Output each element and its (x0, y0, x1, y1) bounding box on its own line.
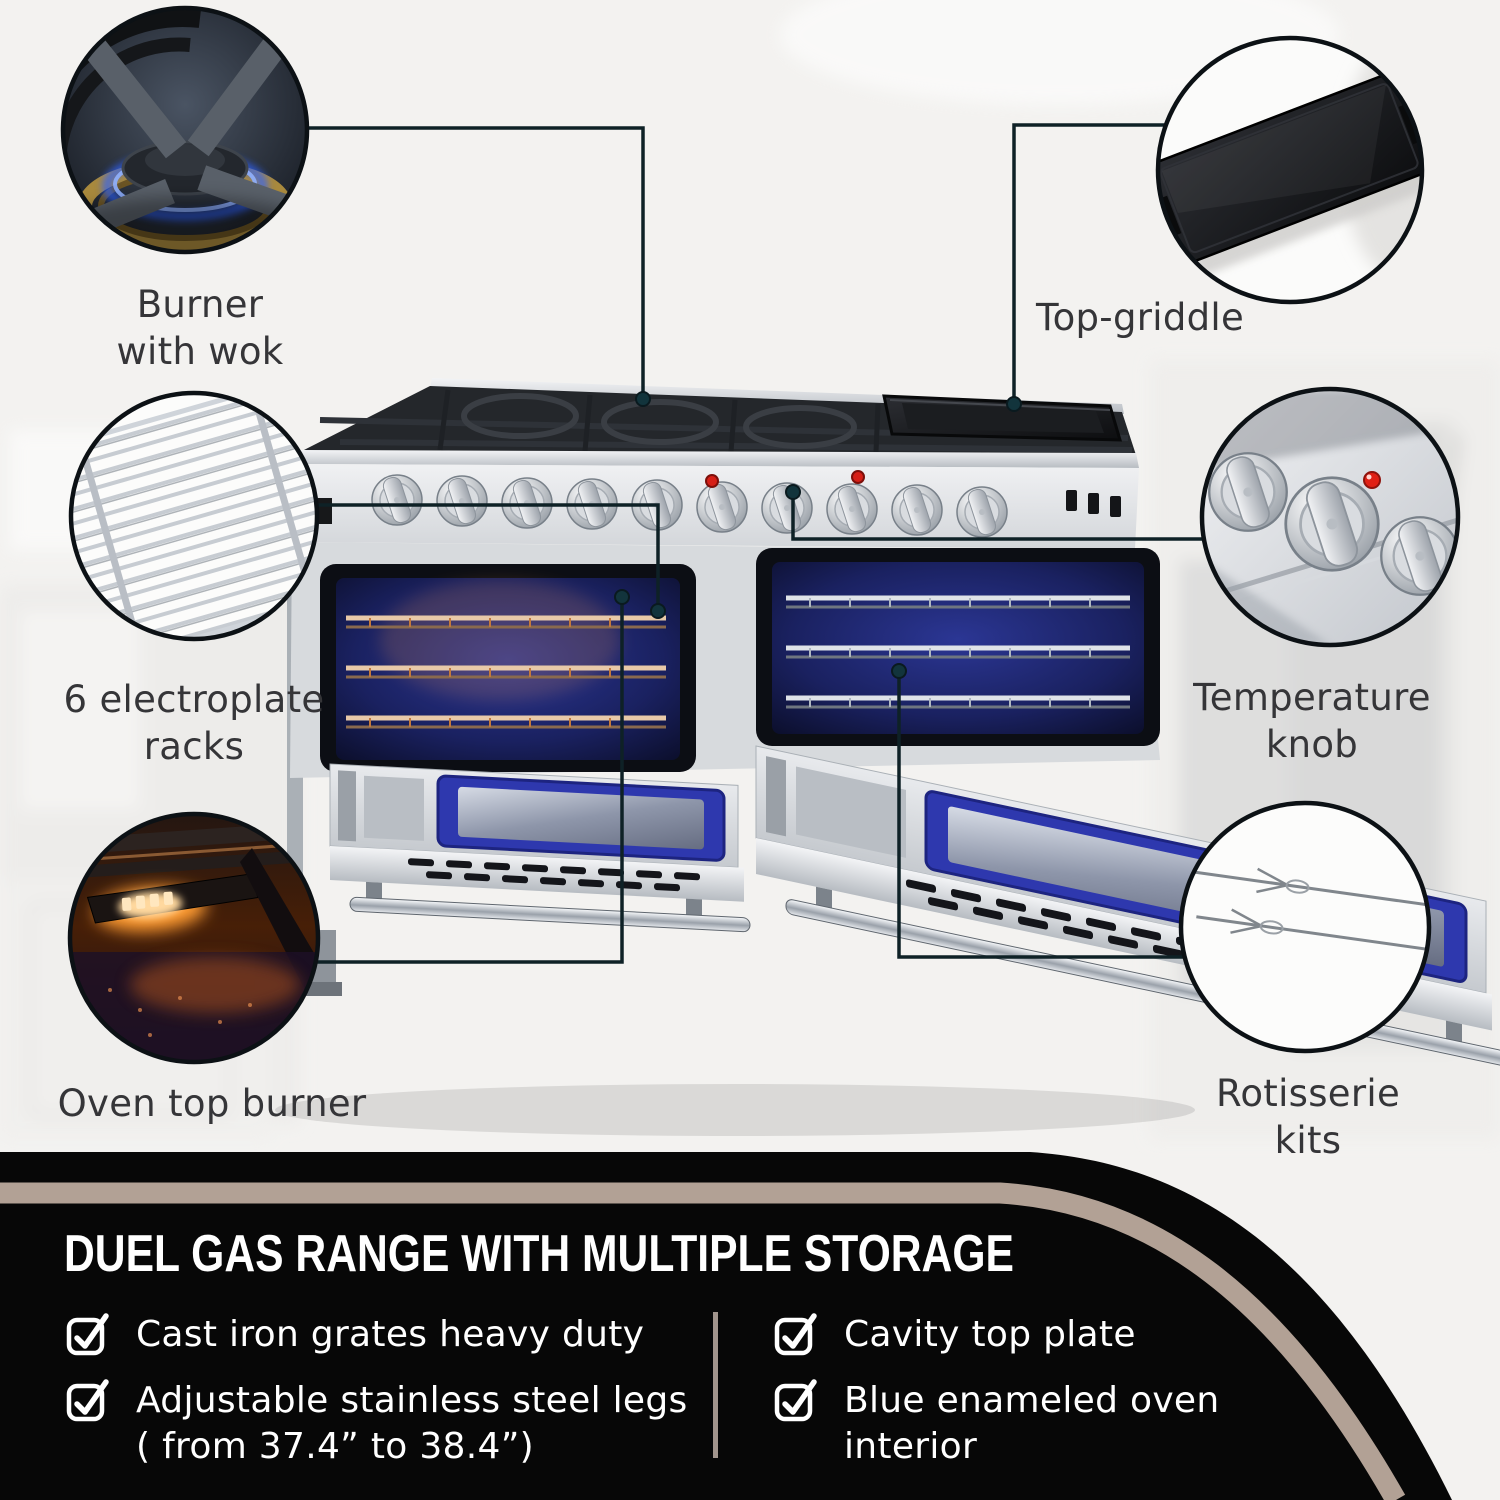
label-line: Oven top burner (57, 1082, 367, 1125)
banner-shape (0, 1152, 1452, 1500)
label-line: Temperature (1193, 676, 1431, 719)
callout-dot (650, 603, 666, 619)
temperature-knob-photo (1199, 386, 1461, 648)
label-oven-top-burner: Oven top burner (58, 1080, 367, 1127)
callout-dot (1006, 396, 1022, 412)
callout-dot (785, 484, 801, 500)
label-line: with wok (116, 330, 284, 373)
callout-line-temperature-knob (791, 492, 1204, 541)
label-line: 6 electroplate (63, 678, 325, 721)
top-griddle-photo (1155, 35, 1425, 305)
callout-lines (307, 123, 1204, 964)
right-oven-racks (786, 595, 1130, 709)
checkbox-icon (66, 1379, 109, 1422)
left-oven-door (329, 763, 751, 933)
feature-text: ( from 37.4” to 38.4”) (136, 1426, 534, 1467)
callout-line-rotisserie (897, 671, 1183, 959)
label-top-griddle: Top-griddle (1036, 294, 1244, 341)
label-rotisserie-kits: Rotisserie kits (1216, 1070, 1400, 1164)
bottom-banner (0, 1152, 1452, 1500)
indicator-light-icon (851, 470, 865, 484)
burner-wok-photo (60, 5, 310, 255)
checkbox-icon (774, 1313, 817, 1356)
indicator-light-icon (1363, 471, 1381, 489)
label-line: Rotisserie (1215, 1072, 1401, 1115)
callout-line-racks (316, 503, 660, 610)
label-line: knob (1265, 723, 1359, 766)
feature-item: Cavity top plate (772, 1310, 1136, 1358)
callout-line-oven-top-burner (316, 597, 624, 964)
feature-text: Cast iron grates heavy duty (136, 1314, 645, 1355)
label-electroplate-racks: 6 electroplate racks (64, 676, 325, 770)
label-temperature-knob: Temperature knob (1193, 674, 1431, 768)
label-line: racks (143, 725, 245, 768)
stove-illustration (275, 378, 1500, 1136)
label-burner-wok: Burner with wok (117, 281, 284, 375)
banner-stripe (0, 1182, 1406, 1500)
left-oven-racks (346, 615, 666, 729)
label-line: Burner (136, 283, 264, 326)
callout-line-top-griddle (1012, 123, 1166, 403)
feature-text: Adjustable stainless steel legs (136, 1380, 688, 1421)
banner-title: DUEL GAS RANGE WITH MULTIPLE STORAGE (64, 1225, 1014, 1283)
callout-dot (614, 589, 630, 605)
checkbox-icon (66, 1313, 109, 1356)
callout-line-burner-wok (307, 126, 645, 398)
feature-item: Cast iron grates heavy duty (64, 1310, 644, 1358)
label-line: Top-griddle (1035, 296, 1245, 339)
label-line: kits (1274, 1119, 1342, 1162)
checkbox-icon (774, 1379, 817, 1422)
feature-item: Blue enameled oven interior (772, 1376, 1220, 1470)
feature-item: Adjustable stainless steel legs ( from 3… (64, 1376, 688, 1470)
callout-dot (891, 663, 907, 679)
callout-dot (635, 391, 651, 407)
feature-text: Cavity top plate (844, 1314, 1136, 1355)
feature-text: interior (844, 1426, 978, 1467)
banner-divider (713, 1312, 718, 1458)
rotisserie-kits-photo (1178, 800, 1432, 1054)
feature-text: Blue enameled oven (844, 1380, 1220, 1421)
indicator-light-icon (705, 474, 719, 488)
